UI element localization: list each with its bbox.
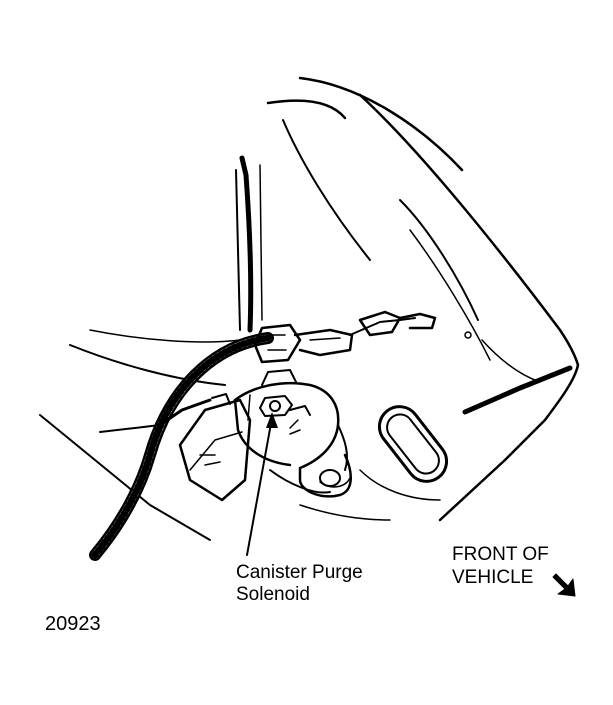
inner-apron [39,329,580,541]
front-arrow-icon [552,573,576,597]
direction-label-line1: FRONT OF [452,544,549,565]
harness-connectors [253,310,437,364]
strut-tower [235,155,263,333]
mounting-bracket [178,393,252,502]
fender-panel [266,76,580,383]
figure-number: 20923 [45,613,101,635]
oval-access-hole [377,405,449,483]
leader-line [246,412,278,556]
solenoid-label-line2: Solenoid [236,584,310,605]
direction-label-line2: VEHICLE [452,567,534,588]
canister-purge-solenoid [233,369,352,498]
solenoid-label-line1: Canister Purge [236,562,363,583]
wiring-harness [89,332,274,561]
